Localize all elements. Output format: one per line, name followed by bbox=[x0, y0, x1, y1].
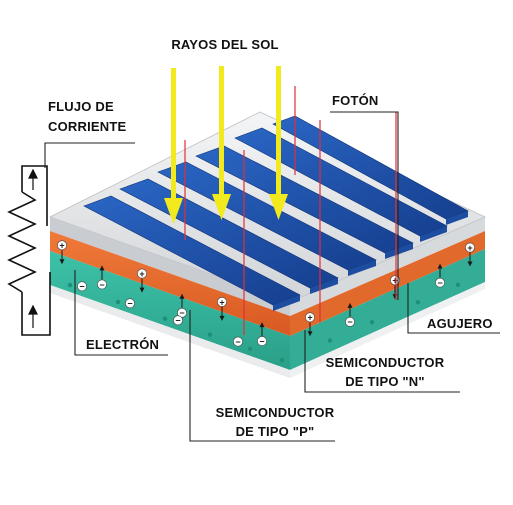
svg-text:−: − bbox=[127, 299, 132, 309]
carrier-arrowhead bbox=[219, 315, 225, 321]
charge-carriers: +−+−+−−−−−+−+−+ bbox=[57, 240, 475, 363]
svg-text:+: + bbox=[219, 297, 224, 307]
label-foton: FOTÓN bbox=[332, 93, 379, 108]
current-arrow-icon bbox=[28, 168, 38, 190]
label-flujo-line1: FLUJO DE bbox=[48, 99, 114, 114]
label-flujo-line2: CORRIENTE bbox=[48, 119, 127, 134]
electron-minus-icon: − bbox=[77, 281, 87, 292]
sun-ray-arrow-icon bbox=[269, 66, 288, 220]
carrier-arrowhead bbox=[59, 259, 65, 265]
carrier-arrowhead bbox=[139, 287, 145, 293]
sun-ray-arrow-icon bbox=[212, 66, 231, 220]
callout-flujo bbox=[44, 142, 135, 168]
lattice-dot bbox=[455, 282, 461, 287]
front-right-face bbox=[290, 217, 485, 378]
electron-minus-icon: − bbox=[125, 298, 135, 309]
svg-text:+: + bbox=[59, 241, 64, 251]
current-arrow-icon bbox=[28, 304, 38, 328]
electron-minus-icon: − bbox=[257, 336, 267, 346]
lattice-dot bbox=[115, 299, 121, 305]
carrier-arrowhead bbox=[259, 322, 265, 328]
lattice-dot bbox=[415, 300, 421, 305]
lattice-dot bbox=[247, 346, 253, 352]
callout-lines bbox=[44, 111, 500, 442]
svg-text:+: + bbox=[392, 276, 397, 286]
hole-plus-icon: + bbox=[217, 297, 227, 307]
lattice-dot bbox=[207, 332, 213, 337]
label-tipo-p-line1: SEMICONDUCTOR bbox=[215, 405, 335, 420]
electron-minus-icon: − bbox=[173, 315, 183, 326]
lattice-dot bbox=[67, 282, 73, 288]
svg-text:−: − bbox=[235, 337, 240, 347]
callout-agujero bbox=[407, 283, 500, 334]
callout-tipo-n bbox=[304, 330, 460, 393]
resistor-icon bbox=[7, 191, 37, 293]
electron-minus-icon: − bbox=[177, 307, 187, 318]
svg-text:−: − bbox=[347, 317, 352, 327]
carrier-arrowhead bbox=[467, 261, 473, 267]
carrier-arrowhead bbox=[307, 331, 313, 337]
carrier-arrowhead bbox=[347, 302, 353, 308]
electron-minus-icon: − bbox=[97, 279, 107, 290]
svg-text:−: − bbox=[259, 336, 264, 346]
label-rayos-del-sol: RAYOS DEL SOL bbox=[171, 37, 279, 52]
lattice-dot bbox=[327, 338, 333, 343]
hole-plus-icon: + bbox=[305, 312, 315, 323]
carrier-arrowhead bbox=[179, 293, 185, 299]
svg-text:−: − bbox=[79, 282, 84, 292]
svg-text:−: − bbox=[179, 308, 184, 318]
electron-minus-icon: − bbox=[233, 336, 243, 347]
cell-strips bbox=[83, 115, 469, 306]
electron-minus-icon: − bbox=[435, 277, 445, 288]
hole-plus-icon: + bbox=[137, 268, 147, 279]
strip-front-edges bbox=[273, 211, 468, 311]
svg-text:−: − bbox=[437, 278, 442, 288]
label-tipo-n-line2: DE TIPO "N" bbox=[345, 374, 425, 389]
label-agujero: AGUJERO bbox=[427, 316, 493, 331]
lattice-dot bbox=[369, 320, 375, 325]
carrier-arrowhead bbox=[437, 263, 443, 269]
svg-text:+: + bbox=[467, 243, 472, 253]
hole-plus-icon: + bbox=[390, 275, 400, 286]
label-tipo-p-line2: DE TIPO "P" bbox=[235, 424, 315, 439]
sun-ray-arrow-icon bbox=[164, 68, 183, 224]
label-electron: ELECTRÓN bbox=[86, 337, 160, 352]
front-left-face bbox=[50, 217, 290, 378]
electron-minus-icon: − bbox=[345, 316, 355, 327]
svg-text:−: − bbox=[175, 316, 180, 326]
svg-text:−: − bbox=[99, 280, 104, 290]
svg-text:+: + bbox=[307, 313, 312, 323]
lattice-dot bbox=[162, 316, 168, 321]
sun-rays bbox=[164, 66, 288, 224]
lattice-dot bbox=[279, 357, 285, 363]
callout-tipo-p bbox=[189, 310, 335, 442]
carrier-arrowhead bbox=[99, 265, 105, 271]
svg-text:+: + bbox=[139, 269, 144, 279]
hole-plus-icon: + bbox=[465, 242, 475, 253]
callout-electron bbox=[74, 270, 168, 356]
photon-lines bbox=[184, 86, 397, 335]
callout-foton bbox=[330, 111, 399, 300]
label-tipo-n-line1: SEMICONDUCTOR bbox=[325, 355, 445, 370]
hole-plus-icon: + bbox=[57, 240, 67, 251]
external-circuit bbox=[7, 165, 51, 336]
